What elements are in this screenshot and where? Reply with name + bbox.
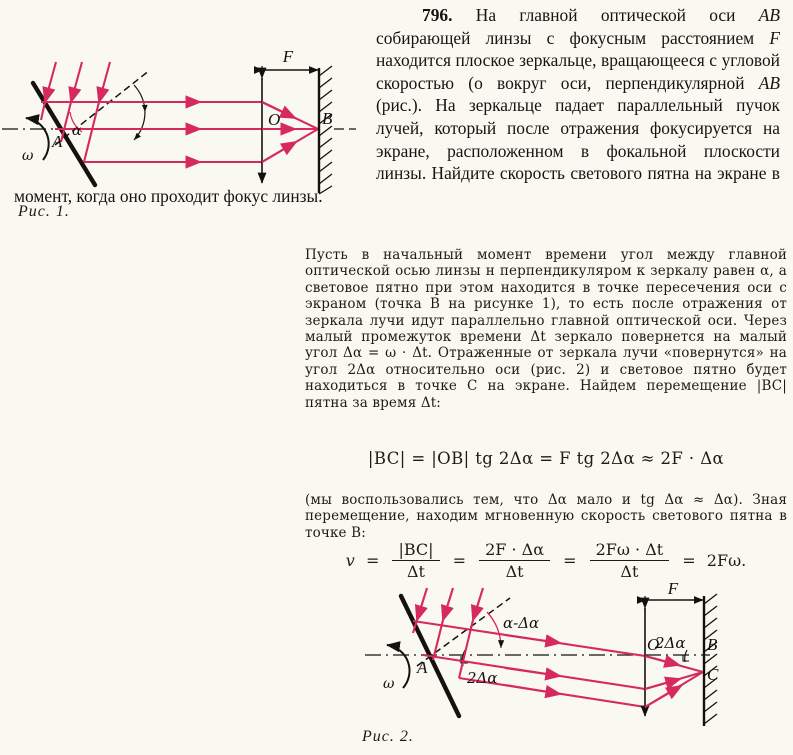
figure-1-label-F: F bbox=[282, 47, 294, 66]
incident-ray-3 bbox=[96, 61, 112, 105]
figure-1-label-alpha: α bbox=[72, 123, 82, 139]
incidence-angle-arc bbox=[133, 84, 148, 113]
formula-v-lhs: v bbox=[345, 551, 355, 570]
incident-ray-2b bbox=[59, 101, 73, 143]
figure-2-optical-diagram: F A O B C α-Δα 2Δα 2Δα ω bbox=[355, 579, 793, 733]
angle-alpha-minus-delta-arc bbox=[486, 611, 505, 649]
formula-result: 2Fω. bbox=[706, 551, 747, 570]
formula-f3-numerator: 2Fω · Δt bbox=[589, 540, 670, 561]
figure-2-label-O: O bbox=[647, 635, 659, 654]
reflected-ray-mid-arrow bbox=[504, 666, 563, 681]
converging-ray-mid-arrow bbox=[644, 676, 683, 691]
figure-2-label-C: C bbox=[707, 665, 719, 684]
converging-ray-top-arrow bbox=[644, 654, 682, 668]
formula-fraction-2: 2F · Δα Δt bbox=[479, 540, 551, 581]
solution-text: Пусть в начальный момент времени угол ме… bbox=[305, 247, 787, 411]
formula-f1-numerator: |BC| bbox=[392, 540, 440, 561]
screen-hatching bbox=[703, 593, 718, 725]
figure-2-label-two-delta-right: 2Δα bbox=[654, 634, 686, 652]
problem-number: 796. bbox=[422, 5, 453, 25]
right-angle-mark-right bbox=[682, 655, 689, 662]
angle-two-delta-alpha-right-arc bbox=[684, 649, 688, 663]
incident-ray-2b bbox=[431, 619, 445, 661]
solution-paragraph-1: Пусть в начальный момент времени угол ме… bbox=[305, 247, 787, 411]
solution-paragraph-2: (мы воспользовались тем, что Δα мало и t… bbox=[305, 492, 787, 541]
formula-eq-3: = bbox=[563, 551, 577, 570]
mirror-normal-dashed bbox=[416, 597, 511, 667]
figure-2-label-two-delta-lower: 2Δα bbox=[466, 669, 498, 687]
incident-ray-1b bbox=[39, 101, 47, 121]
incident-ray-2 bbox=[440, 587, 455, 623]
formula-fraction-1: |BC| Δt bbox=[392, 540, 440, 581]
converging-ray-bot-arrow bbox=[644, 684, 683, 708]
omega-rotation-arrow bbox=[386, 641, 411, 689]
formula-velocity: v = |BC| Δt = 2F · Δα Δt = 2Fω · Δt Δt =… bbox=[305, 540, 787, 581]
omega-rotation-arrow bbox=[25, 114, 50, 161]
incident-ray-3b bbox=[82, 101, 101, 163]
figure-1-caption: Рис. 1. bbox=[18, 203, 70, 220]
figure-1-label-O: O bbox=[268, 110, 280, 129]
formula-f2-numerator: 2F · Δα bbox=[479, 540, 551, 561]
figure-1-label-B: B bbox=[322, 109, 333, 128]
formula-fraction-3: 2Fω · Δt Δt bbox=[589, 540, 670, 581]
formula-f2-denominator: Δt bbox=[505, 562, 524, 581]
reflection-angle-arc bbox=[133, 111, 146, 141]
figure-1-label-omega: ω bbox=[22, 148, 34, 164]
solution-text-2: (мы воспользовались тем, что Δα мало и t… bbox=[305, 492, 787, 541]
formula-eq-2: = bbox=[452, 551, 467, 570]
figure-2-label-B: B bbox=[707, 635, 718, 654]
figure-2-label-omega: ω bbox=[383, 676, 395, 692]
figure-2-label-A: A bbox=[416, 658, 428, 677]
figure-1-label-A: A bbox=[51, 132, 63, 151]
figure-2-caption: Рис. 2. bbox=[362, 728, 414, 745]
incident-ray-1 bbox=[42, 61, 58, 105]
formula-f1-denominator: Δt bbox=[406, 562, 425, 581]
formula-eq-4: = bbox=[682, 551, 696, 570]
incident-ray-1 bbox=[414, 587, 429, 623]
figure-2-label-F: F bbox=[667, 579, 679, 598]
converging-ray-bot-arrow bbox=[261, 140, 298, 163]
problem-body: На главной оптической оси AB собирающей … bbox=[14, 5, 780, 206]
angle-alpha-arc bbox=[69, 111, 83, 133]
reflected-ray-bot-arrow bbox=[504, 683, 563, 699]
figure-1-optical-diagram: F A O B α ω bbox=[0, 47, 360, 205]
formula-f3-denominator: Δt bbox=[620, 562, 639, 581]
incident-ray-2 bbox=[68, 61, 84, 105]
mirror-normal-dashed bbox=[54, 69, 151, 146]
problem-statement: 796. На главной оптической оси AB собира… bbox=[14, 4, 780, 207]
converging-ray-top-arrow bbox=[261, 101, 297, 119]
incident-ray-3 bbox=[470, 587, 485, 623]
screen-hatching bbox=[318, 65, 333, 195]
right-angle-mark-left bbox=[460, 656, 468, 664]
figure-2-label-alpha-minus-delta: α-Δα bbox=[503, 614, 539, 632]
formula-eq-1: = bbox=[365, 551, 380, 570]
formula-bc: |BC| = |OB| tg 2Δα = F tg 2Δα ≈ 2F · Δα bbox=[367, 449, 725, 468]
reflected-ray-top-arrow bbox=[504, 633, 563, 648]
